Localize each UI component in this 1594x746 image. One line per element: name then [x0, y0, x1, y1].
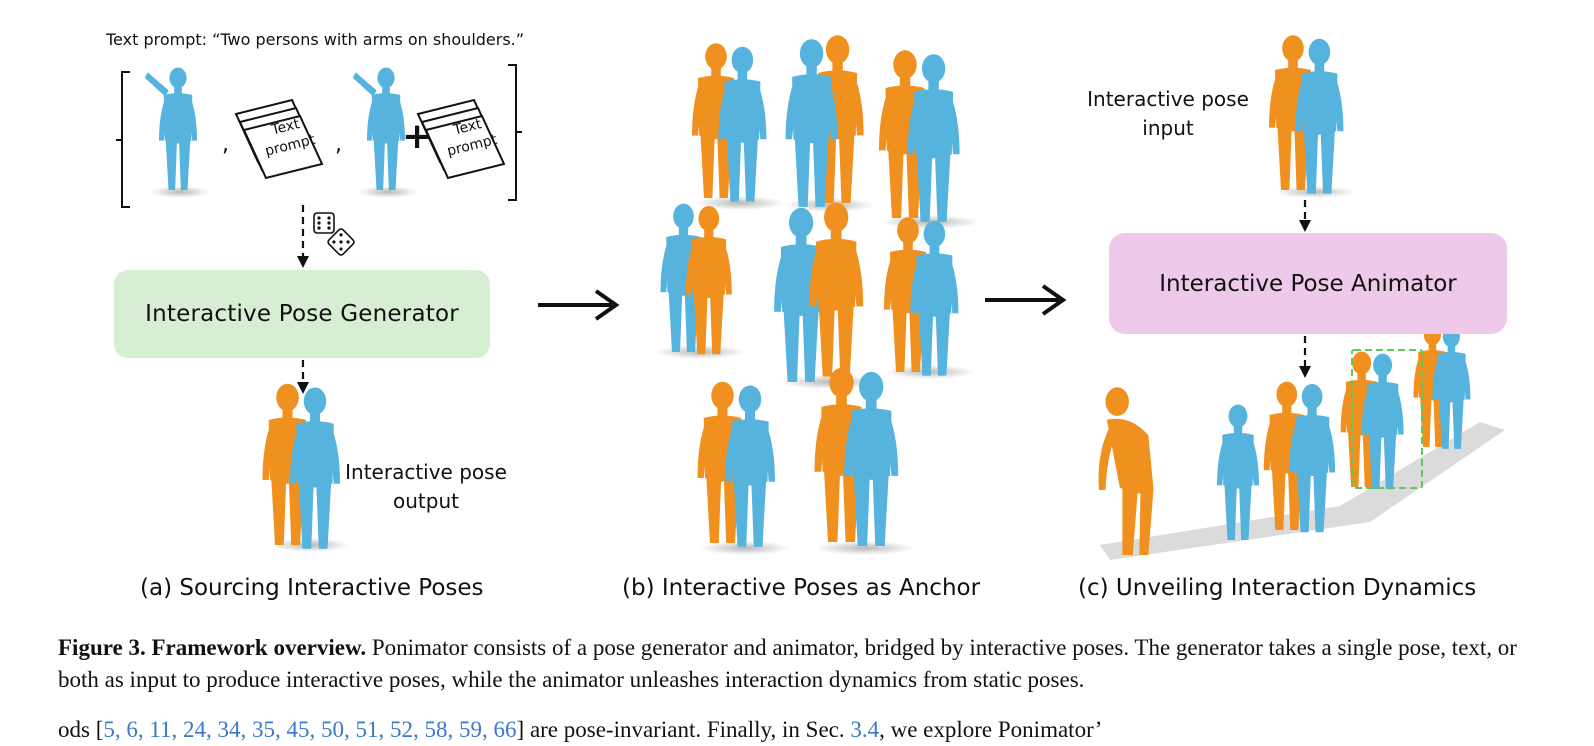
figure-caption: Figure 3. Framework overview. Ponimator … — [58, 632, 1558, 696]
interaction-dynamics-sequence — [1098, 324, 1505, 560]
arrow-right — [985, 284, 1067, 316]
interactive-pose-animator-box: Interactive Pose Animator — [1109, 233, 1507, 334]
panel-caption-c: (c) Unveiling Interaction Dynamics — [1078, 575, 1477, 601]
interactive-pose-gallery — [655, 35, 980, 555]
output-pose-pair — [263, 384, 350, 552]
figure-caption-body: Ponimator consists of a pose generator a… — [58, 635, 1517, 692]
single-pose-figure — [352, 67, 418, 198]
input-pose-label-line2: input — [1142, 116, 1194, 140]
body-text-cutoff-line: ods [5, 6, 11, 24, 34, 35, 45, 50, 51, 5… — [58, 714, 1558, 746]
figure-graphics — [116, 0, 1505, 560]
output-pose-label: Interactive pose output — [336, 458, 516, 516]
cutoff-middle: ] are pose-invariant. Finally, in Sec. — [516, 717, 845, 742]
input-pose-label-line1: Interactive pose — [1087, 87, 1249, 111]
interactive-pose-generator-box: Interactive Pose Generator — [114, 270, 490, 358]
dice-icon — [313, 212, 355, 256]
section-link[interactable]: 3.4 — [850, 717, 880, 742]
cutoff-prefix: ods [ — [58, 717, 104, 742]
figure-number: Figure 3. — [58, 635, 146, 660]
figure-title: Framework overview. — [151, 635, 367, 660]
comma-separator: , — [335, 132, 342, 157]
dashed-arrow-down — [297, 360, 309, 394]
output-pose-label-line2: output — [393, 489, 459, 513]
panel-caption-b: (b) Interactive Poses as Anchor — [622, 575, 981, 601]
arrow-right — [538, 289, 620, 321]
citation-links[interactable]: 5, 6, 11, 24, 34, 35, 45, 50, 51, 52, 58… — [103, 717, 517, 742]
plus-sign: + — [402, 116, 433, 157]
dashed-arrow-down — [1299, 200, 1311, 232]
highlight-box — [1351, 349, 1423, 489]
output-pose-label-line1: Interactive pose — [345, 460, 507, 484]
panel-caption-a: (a) Sourcing Interactive Poses — [140, 575, 484, 601]
input-bracket — [116, 64, 522, 208]
dashed-arrow-down — [1299, 336, 1311, 378]
cutoff-suffix: , we explore Ponimator’ — [879, 717, 1103, 742]
comma-separator: , — [222, 132, 229, 157]
text-prompt-label: Text prompt: “Two persons with arms on s… — [106, 30, 525, 49]
single-pose-figure — [144, 67, 210, 198]
input-pose-label: Interactive pose input — [1078, 85, 1258, 143]
dashed-arrow-down — [297, 205, 309, 268]
input-pose-pair — [1269, 35, 1355, 198]
